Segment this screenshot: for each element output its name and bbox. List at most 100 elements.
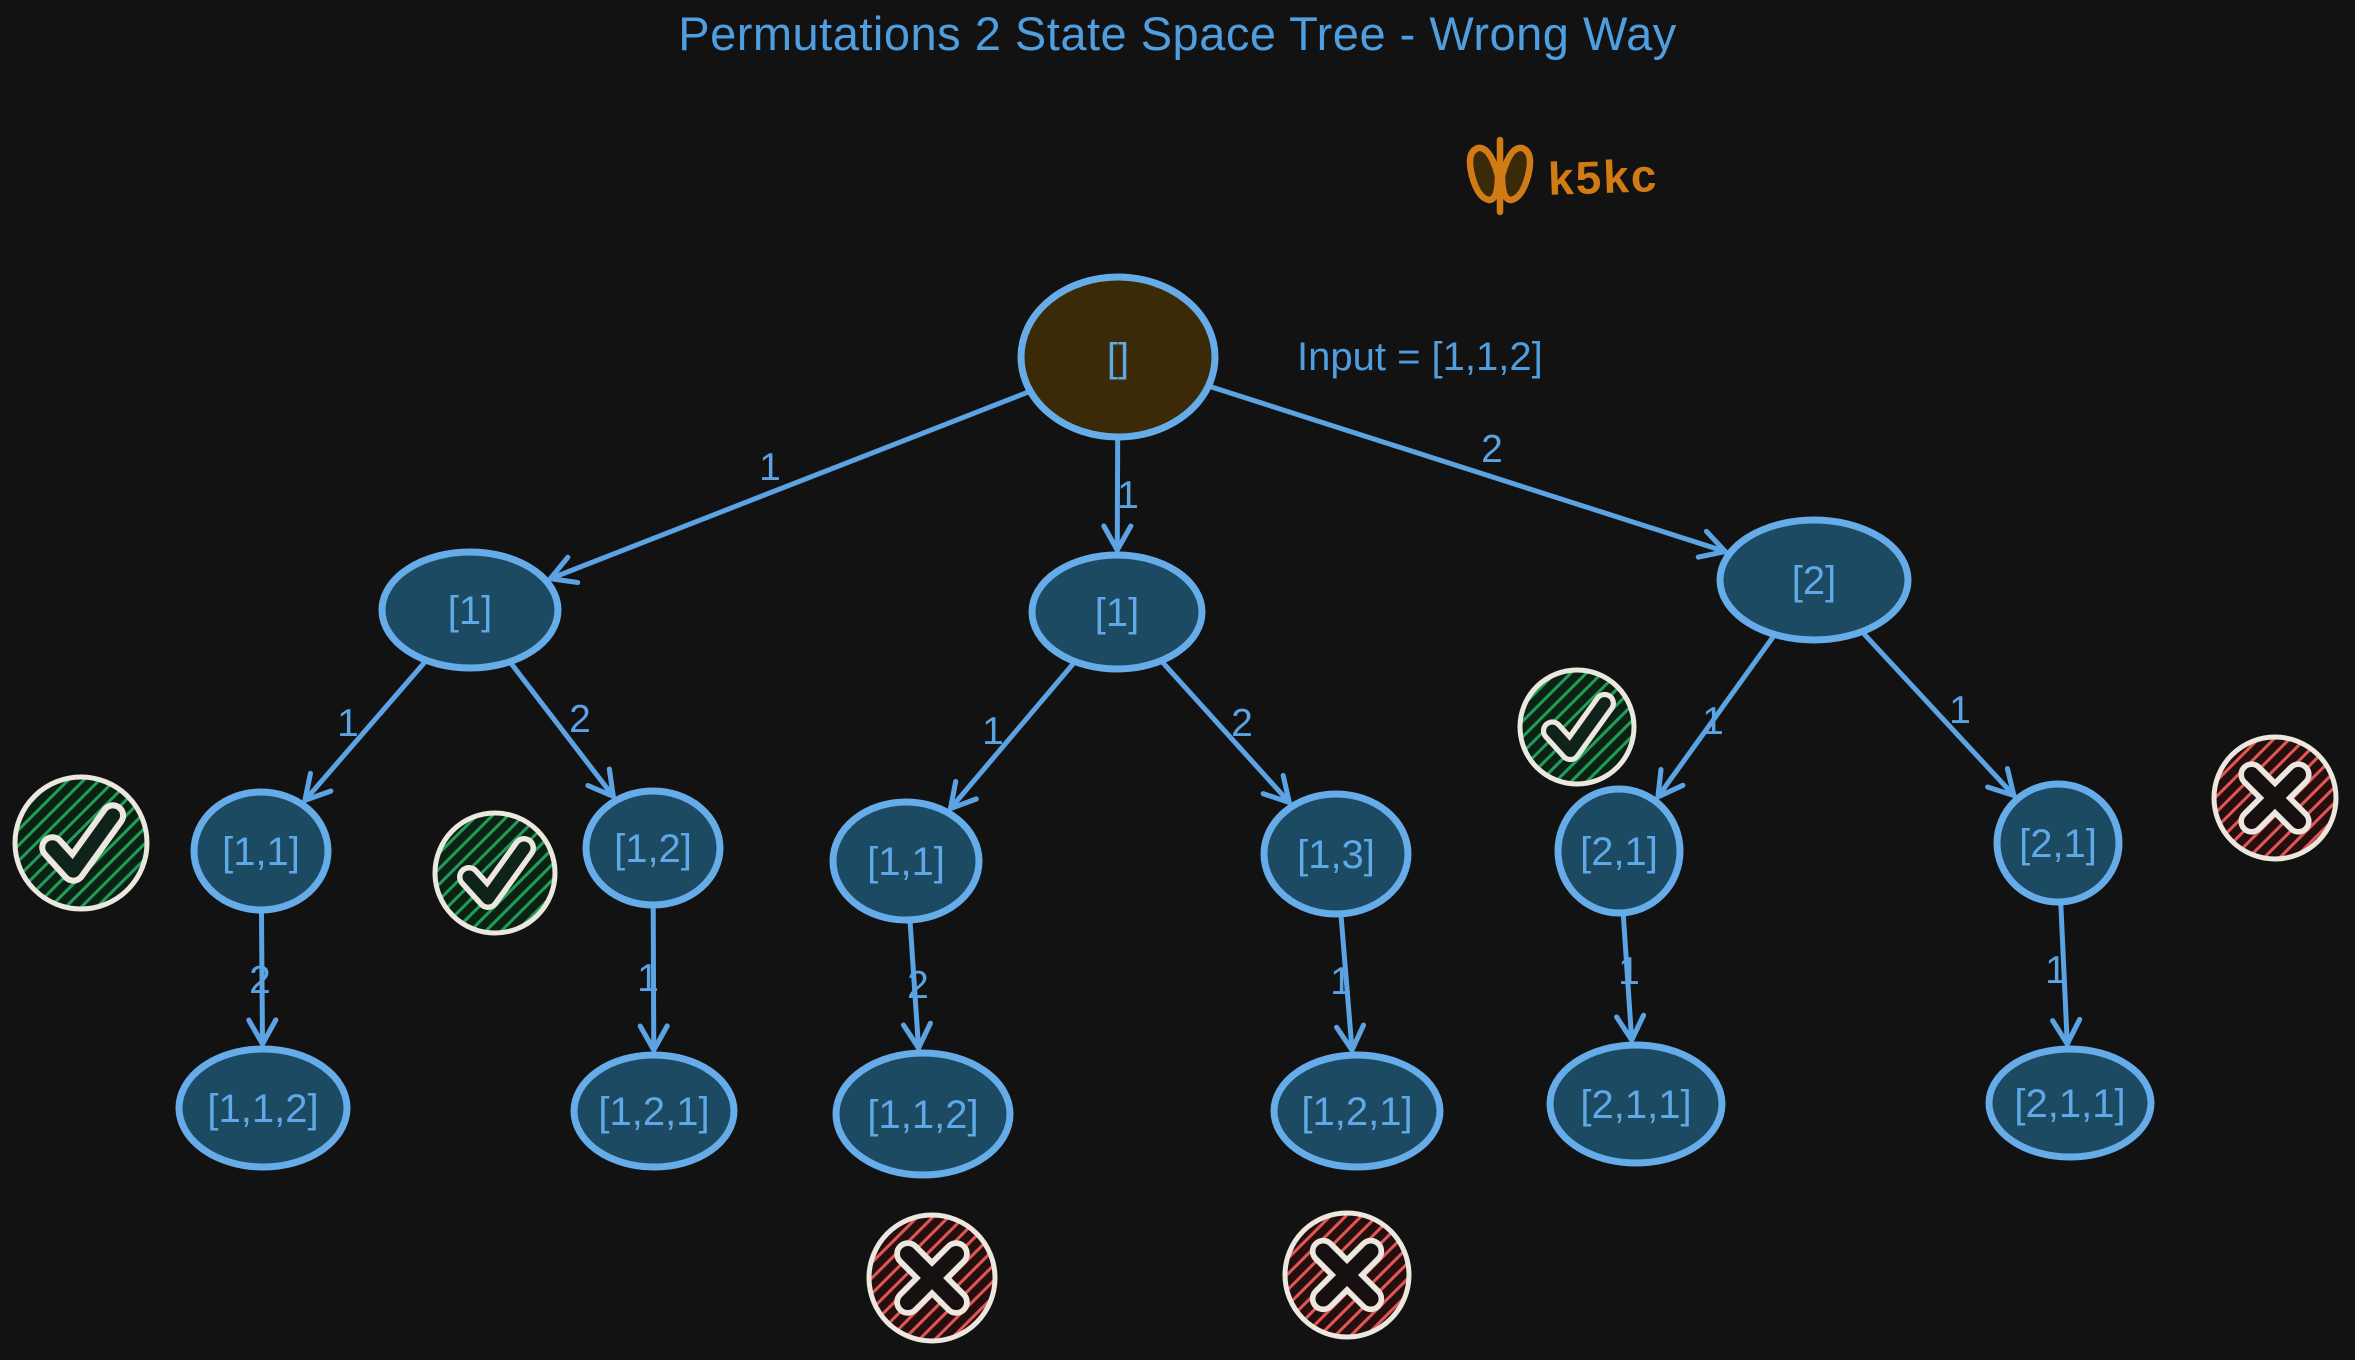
tree-edge: 1 — [2045, 901, 2083, 1050]
node-label: [2,1,1] — [2014, 1082, 2125, 1126]
node-label: [2] — [1792, 559, 1836, 603]
node-ellipse — [378, 548, 562, 672]
cross-icon — [2211, 734, 2339, 862]
diagram-title: Permutations 2 State Space Tree - Wrong … — [678, 7, 1677, 60]
node-label: [1,2] — [614, 827, 692, 871]
node-label: [1,1,2] — [207, 1087, 318, 1131]
tree-edge: 2 — [900, 919, 933, 1054]
edges-layer: 1 1 2 1 2 1 2 1 1 2 1 2 1 1 1 — [246, 384, 2083, 1056]
node-label: [2,1,1] — [1580, 1083, 1691, 1127]
node-ellipse — [1546, 1041, 1726, 1167]
edge-label: 1 — [1117, 474, 1139, 517]
edge-line — [508, 660, 617, 801]
edge-label: 1 — [1702, 700, 1724, 743]
tree-node: [2,1] — [1554, 785, 1684, 917]
edge-line — [900, 919, 933, 1054]
edge-label: 1 — [759, 446, 781, 489]
edge-line — [2050, 901, 2083, 1050]
tree-node: [2] — [1716, 516, 1912, 644]
tree-edge: 2 — [246, 909, 279, 1050]
node-ellipse — [190, 788, 332, 914]
tree-edge: 1 — [1654, 633, 1777, 802]
edge-line — [1654, 633, 1777, 802]
tree-edge: 1 — [1614, 912, 1647, 1046]
edge-line — [545, 389, 1031, 586]
tree-node: [1,1,2] — [175, 1045, 351, 1171]
edge-line — [637, 904, 670, 1056]
edge-line — [246, 909, 279, 1050]
edge-label: 2 — [249, 959, 271, 1002]
node-ellipse — [1260, 790, 1412, 918]
node-label: [1,2,1] — [598, 1090, 709, 1134]
tree-node: [2,1,1] — [1546, 1041, 1726, 1167]
node-label: [1,1] — [867, 840, 945, 884]
edge-line — [1207, 384, 1731, 560]
node-ellipse — [829, 798, 983, 924]
watermark: k5kc — [1462, 136, 1659, 218]
tree-node: [1,2,1] — [1270, 1051, 1444, 1171]
edge-label: 2 — [569, 698, 591, 741]
node-ellipse — [1028, 551, 1206, 673]
edge-label: 1 — [1949, 689, 1971, 732]
node-ellipse — [1716, 516, 1912, 644]
node-ellipse — [1985, 1045, 2155, 1161]
edge-label: 1 — [637, 957, 659, 1000]
node-label: [1,3] — [1297, 833, 1375, 877]
tree-node: [2,1,1] — [1985, 1045, 2155, 1161]
tree-node: [1] — [1028, 551, 1206, 673]
node-label: [2,1] — [2019, 822, 2097, 866]
check-icon — [1517, 667, 1637, 787]
node-ellipse — [1993, 780, 2123, 906]
tree-edge: 2 — [508, 660, 617, 801]
node-ellipse — [1270, 1051, 1444, 1171]
tree-edge: 1 — [637, 904, 670, 1056]
tree-edge: 1 — [1860, 630, 2018, 800]
edge-label: 2 — [907, 964, 929, 1007]
nodes-layer: [] [1] [1] [2] [1,1] [1,2] [1,1] [1,3] [2,1] [2,1… — [175, 273, 2155, 1179]
node-ellipse — [1017, 273, 1219, 441]
node-label: [1] — [448, 589, 492, 633]
butterfly-logo-icon — [1466, 136, 1534, 216]
node-ellipse — [175, 1045, 351, 1171]
input-annotation: Input = [1,1,2] — [1297, 335, 1543, 379]
edge-label: 1 — [982, 710, 1004, 753]
edge-line — [301, 659, 428, 805]
edge-label: 1 — [1330, 960, 1352, 1003]
tree-edge: 1 — [1101, 436, 1139, 556]
tree-node: [1,1] — [190, 788, 332, 914]
markers-layer — [12, 667, 2339, 1344]
node-ellipse — [570, 1051, 738, 1171]
edge-line — [1334, 913, 1367, 1056]
node-label: [] — [1107, 336, 1129, 380]
tree-edge: 2 — [1207, 384, 1731, 560]
tree-node-root: [] — [1017, 273, 1219, 441]
edge-label: 1 — [2045, 949, 2067, 992]
node-label: [1,2,1] — [1301, 1090, 1412, 1134]
check-icon — [12, 774, 150, 912]
tree-node: [1,2] — [582, 787, 724, 909]
tree-edge: 1 — [947, 660, 1077, 813]
edge-label: 1 — [337, 702, 359, 745]
node-label: [2,1] — [1580, 830, 1658, 874]
tree-node: [1,1] — [829, 798, 983, 924]
tree-node: [1,1,2] — [832, 1049, 1014, 1179]
edge-line — [1614, 912, 1647, 1046]
tree-node: [2,1] — [1993, 780, 2123, 906]
edge-line — [947, 660, 1077, 813]
edge-label: 2 — [1481, 428, 1503, 471]
tree-node: [1,2,1] — [570, 1051, 738, 1171]
tree-edge: 2 — [1159, 659, 1293, 807]
node-label: [1] — [1095, 591, 1139, 635]
node-label: [1,1] — [222, 830, 300, 874]
node-label: [1,1,2] — [867, 1093, 978, 1137]
tree-edge: 1 — [301, 659, 428, 805]
node-ellipse — [582, 787, 724, 909]
check-icon — [432, 810, 558, 936]
edge-line — [1159, 659, 1293, 807]
edge-label: 1 — [1618, 950, 1640, 993]
node-ellipse — [832, 1049, 1014, 1179]
tree-node: [1] — [378, 548, 562, 672]
node-ellipse — [1554, 785, 1684, 917]
